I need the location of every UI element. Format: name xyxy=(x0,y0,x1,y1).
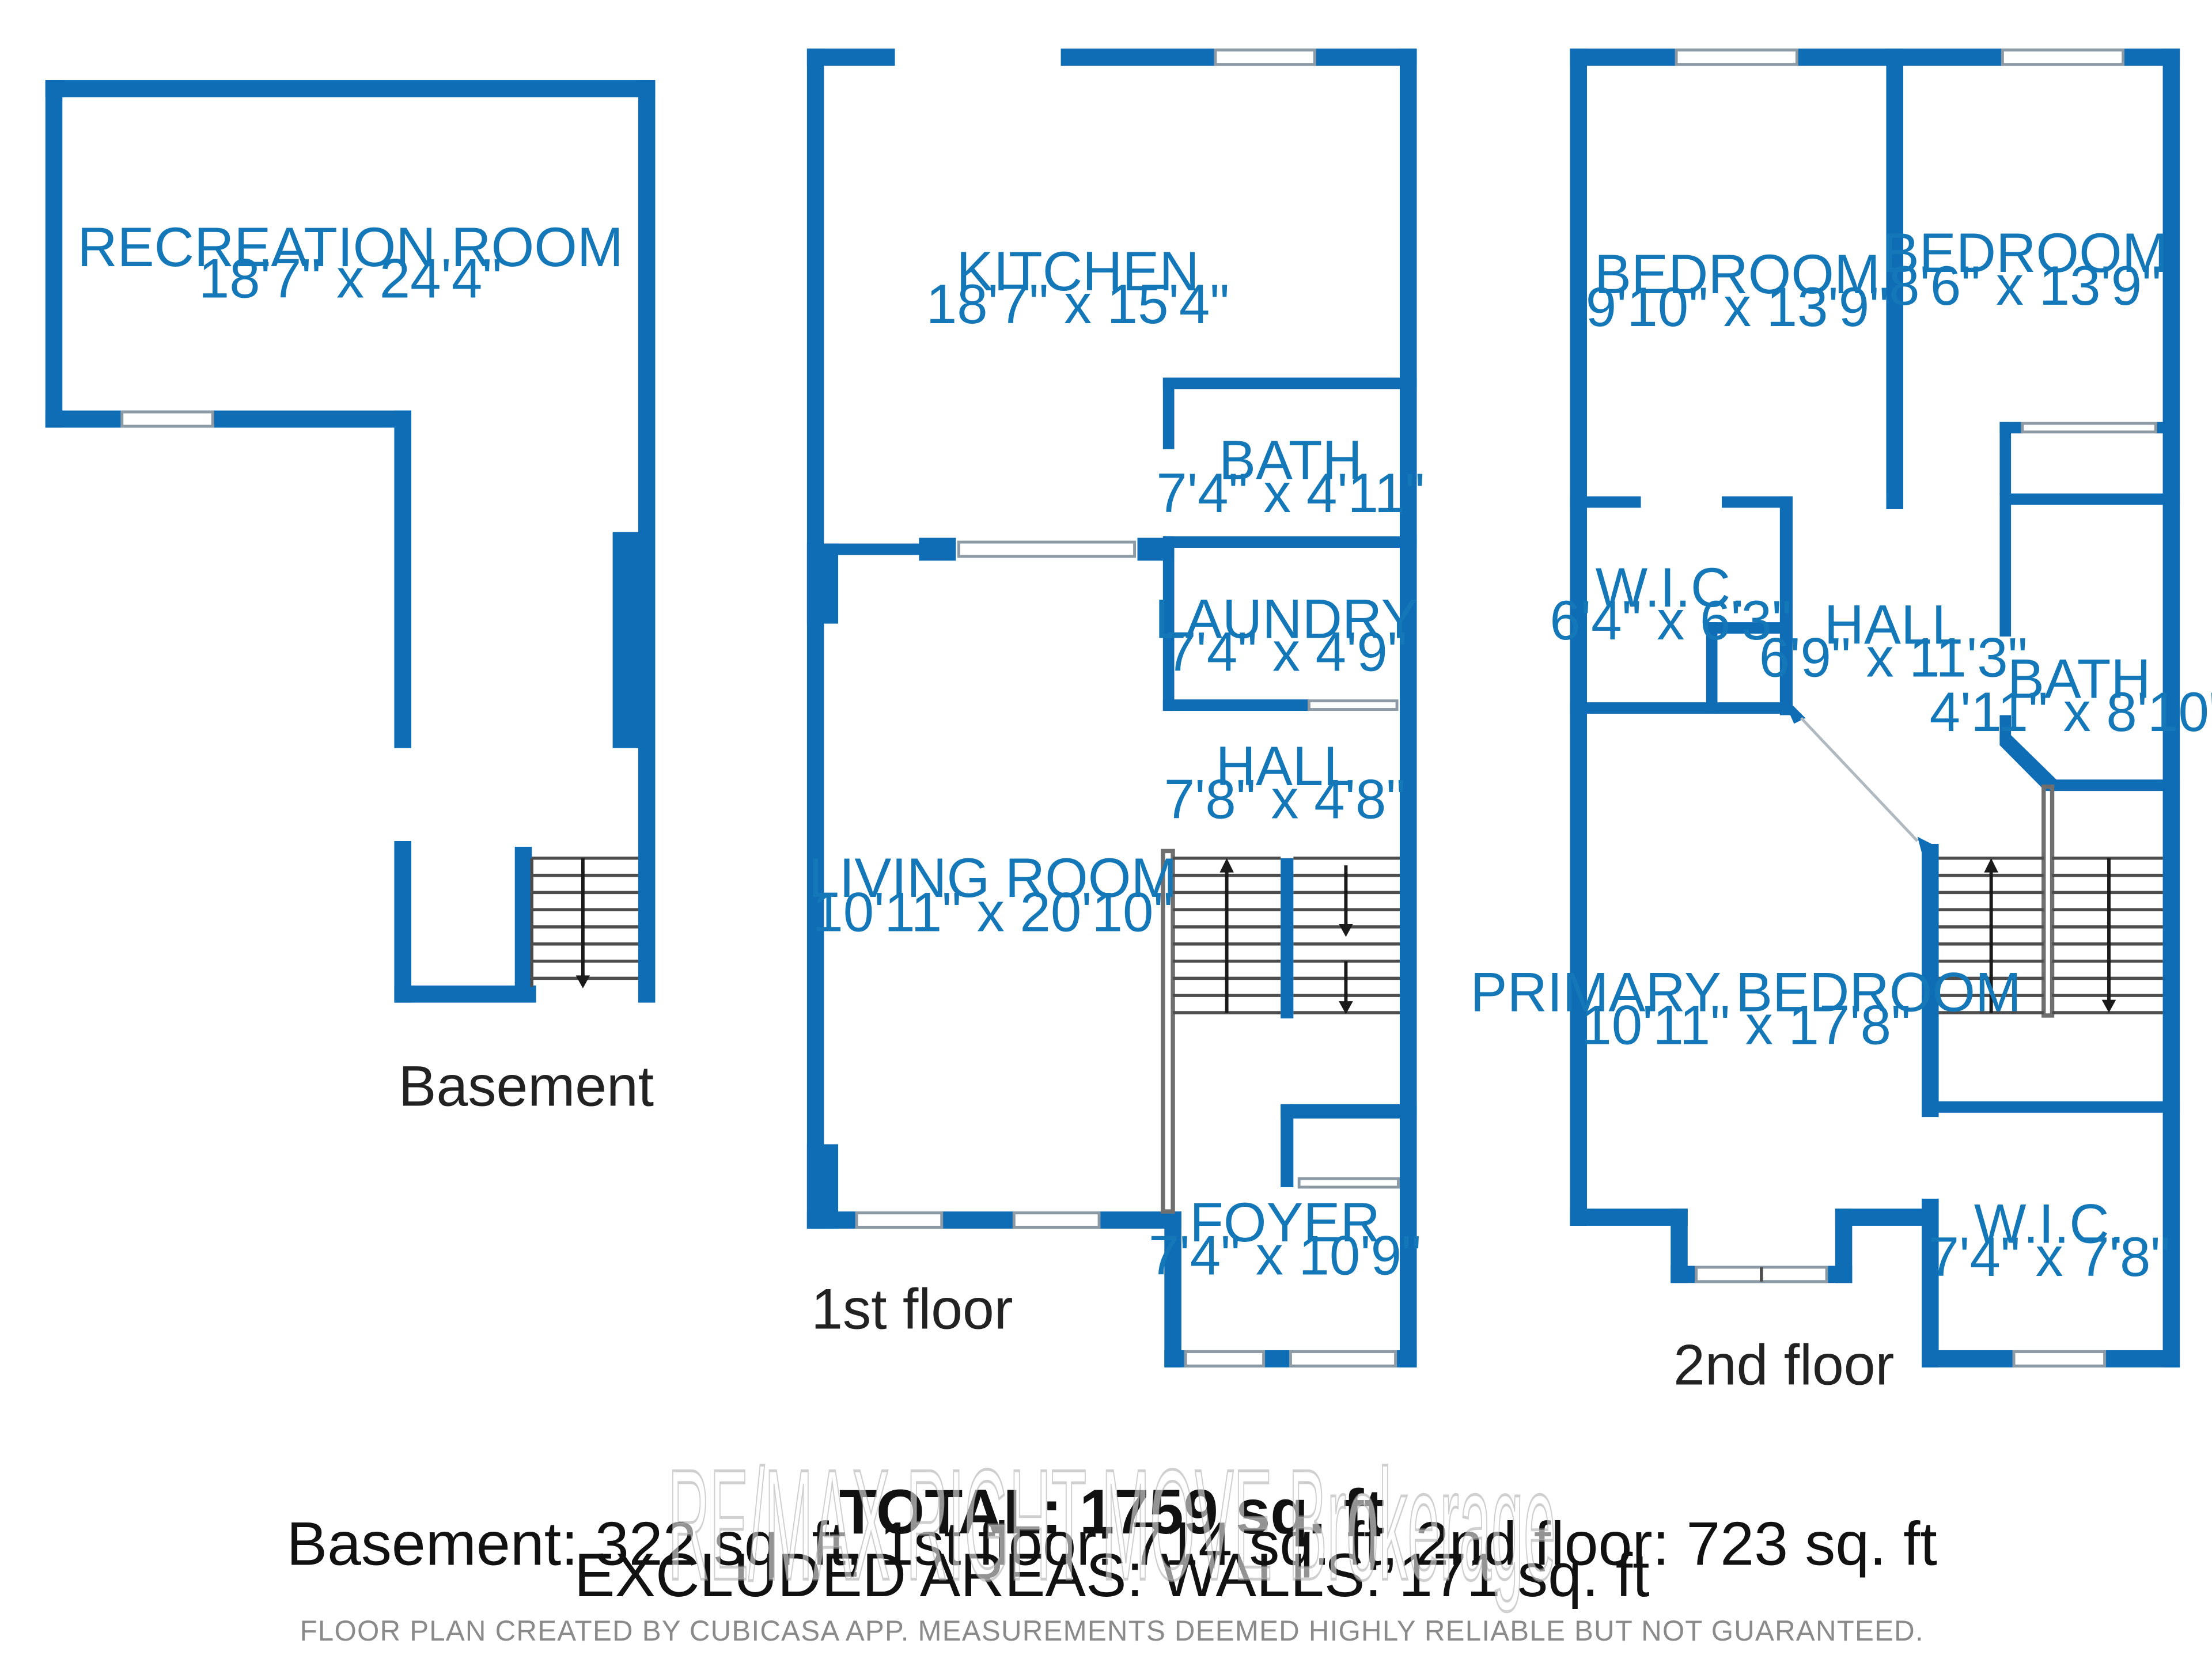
kitchen-dims: 18'7" x 15'4" xyxy=(926,274,1229,335)
basement-stairs xyxy=(530,857,638,988)
hall-2-name: HALL xyxy=(1824,594,1963,656)
excluded-areas: EXCLUDED AREAS: WALLS: 171 sq. ft xyxy=(574,1541,1650,1610)
bedroom-2-dims: 8'6" x 13'9" xyxy=(1889,255,2161,317)
first-floor-stairs xyxy=(1161,849,1400,1214)
bath-2-name: BATH xyxy=(2008,648,2151,710)
bedroom-1-dims: 9'10" x 13'9" xyxy=(1586,276,1889,338)
living-room-name: LIVING ROOM xyxy=(808,847,1177,908)
hall-2-dims: 6'9" x 11'3" xyxy=(1759,627,2028,688)
first-floor-label: 1st floor xyxy=(811,1277,1013,1340)
area-breakdown: Basement: 322 sq. ft, 1st floor: 714 sq.… xyxy=(287,1509,1937,1578)
kitchen-name: KITCHEN xyxy=(956,241,1199,302)
second-floor-label: 2nd floor xyxy=(1673,1332,1894,1396)
bath-2-dims: 4'11" x 8'10" xyxy=(1930,681,2212,743)
wic-2-dims: 7'4" x 7'8" xyxy=(1929,1226,2171,1287)
brokerage-watermark: RE/MAX RIGHT MOVE Brokerage xyxy=(668,1437,1556,1613)
basement-walls xyxy=(45,80,656,1003)
area-summary: TOTAL: 1759 sq. ft Basement: 322 sq. ft,… xyxy=(287,1477,1937,1647)
bath-1-dims: 7'4" x 4'11" xyxy=(1156,463,1425,524)
hall-2-diagonal xyxy=(1800,717,1919,842)
second-floor-openings xyxy=(1641,495,2000,1199)
bedroom-2-name: BEDROOM xyxy=(1883,222,2168,283)
basement-plan: RECREATION ROOM 18'7" x 24'4" Basement xyxy=(45,80,656,1118)
bath-1-name: BATH xyxy=(1219,429,1362,491)
first-floor-plan: KITCHEN 18'7" x 15'4" BATH 7'4" x 4'11" … xyxy=(806,48,1425,1368)
second-floor-walls xyxy=(1570,48,2180,1368)
foyer-dims: 7'4" x 10'9" xyxy=(1149,1225,1421,1286)
second-floor-windows xyxy=(1675,48,2157,1368)
foyer-name: FOYER xyxy=(1190,1192,1380,1253)
bedroom-1-name: BEDROOM xyxy=(1594,244,1880,305)
total-area: TOTAL: 1759 sq. ft xyxy=(839,1477,1385,1547)
second-floor-stairs xyxy=(1938,784,2163,1018)
disclaimer-footnote: FLOOR PLAN CREATED BY CUBICASA APP. MEAS… xyxy=(300,1615,1924,1647)
basement-floor-label: Basement xyxy=(399,1054,654,1118)
laundry-name: LAUNDRY xyxy=(1155,588,1418,650)
hall-1-dims: 7'8" x 4'8" xyxy=(1164,768,1406,830)
hall-1-name: HALL xyxy=(1215,736,1354,797)
laundry-dims: 7'4" x 4'9" xyxy=(1165,621,1407,683)
wic-1-name: W.I.C. xyxy=(1596,556,1746,618)
primary-bedroom-name: PRIMARY BEDROOM xyxy=(1470,961,2021,1023)
basement-window xyxy=(120,410,214,428)
recreation-room-dims: 18'7" x 24'4" xyxy=(199,248,502,309)
wic-1-dims: 6'4" x 6'3" xyxy=(1550,590,1791,652)
wic-2-name: W.I.C. xyxy=(1974,1193,2124,1255)
second-floor-plan: BEDROOM 9'10" x 13'9" BEDROOM 8'6" x 13'… xyxy=(1470,48,2212,1397)
first-floor-windows xyxy=(855,48,1400,1368)
recreation-room-name: RECREATION ROOM xyxy=(77,216,623,278)
primary-bedroom-dims: 10'11" x 17'8" xyxy=(1581,994,1911,1056)
living-room-dims: 10'11" x 20'10" xyxy=(812,881,1173,943)
